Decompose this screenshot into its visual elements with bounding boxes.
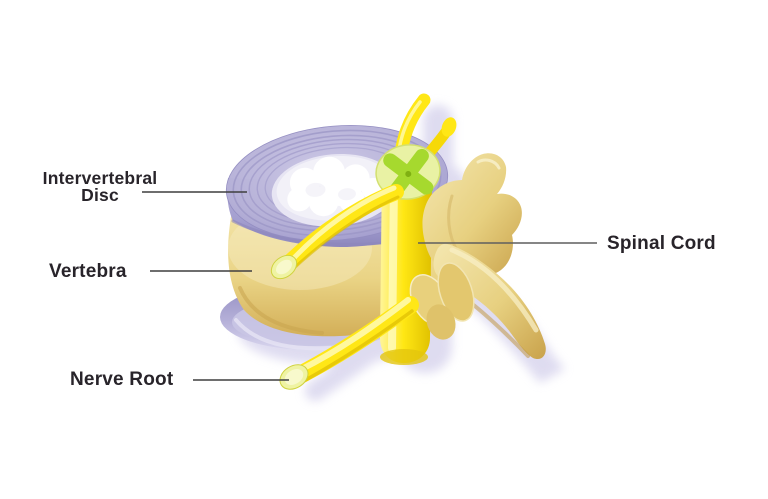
nerve-root-shapes: [270, 184, 419, 390]
posterior-arch-shape: [409, 153, 546, 360]
lower-root-cut-end: [279, 364, 309, 390]
leader-lines: [142, 191, 597, 381]
upper-root-cut-end: [270, 254, 298, 280]
label-spinal-cord: Spinal Cord: [607, 233, 716, 254]
label-nerve-root: Nerve Root: [70, 369, 174, 390]
label-intervertebral-disc: Intervertebral Disc: [42, 168, 158, 205]
label-vertebra: Vertebra: [49, 261, 127, 282]
